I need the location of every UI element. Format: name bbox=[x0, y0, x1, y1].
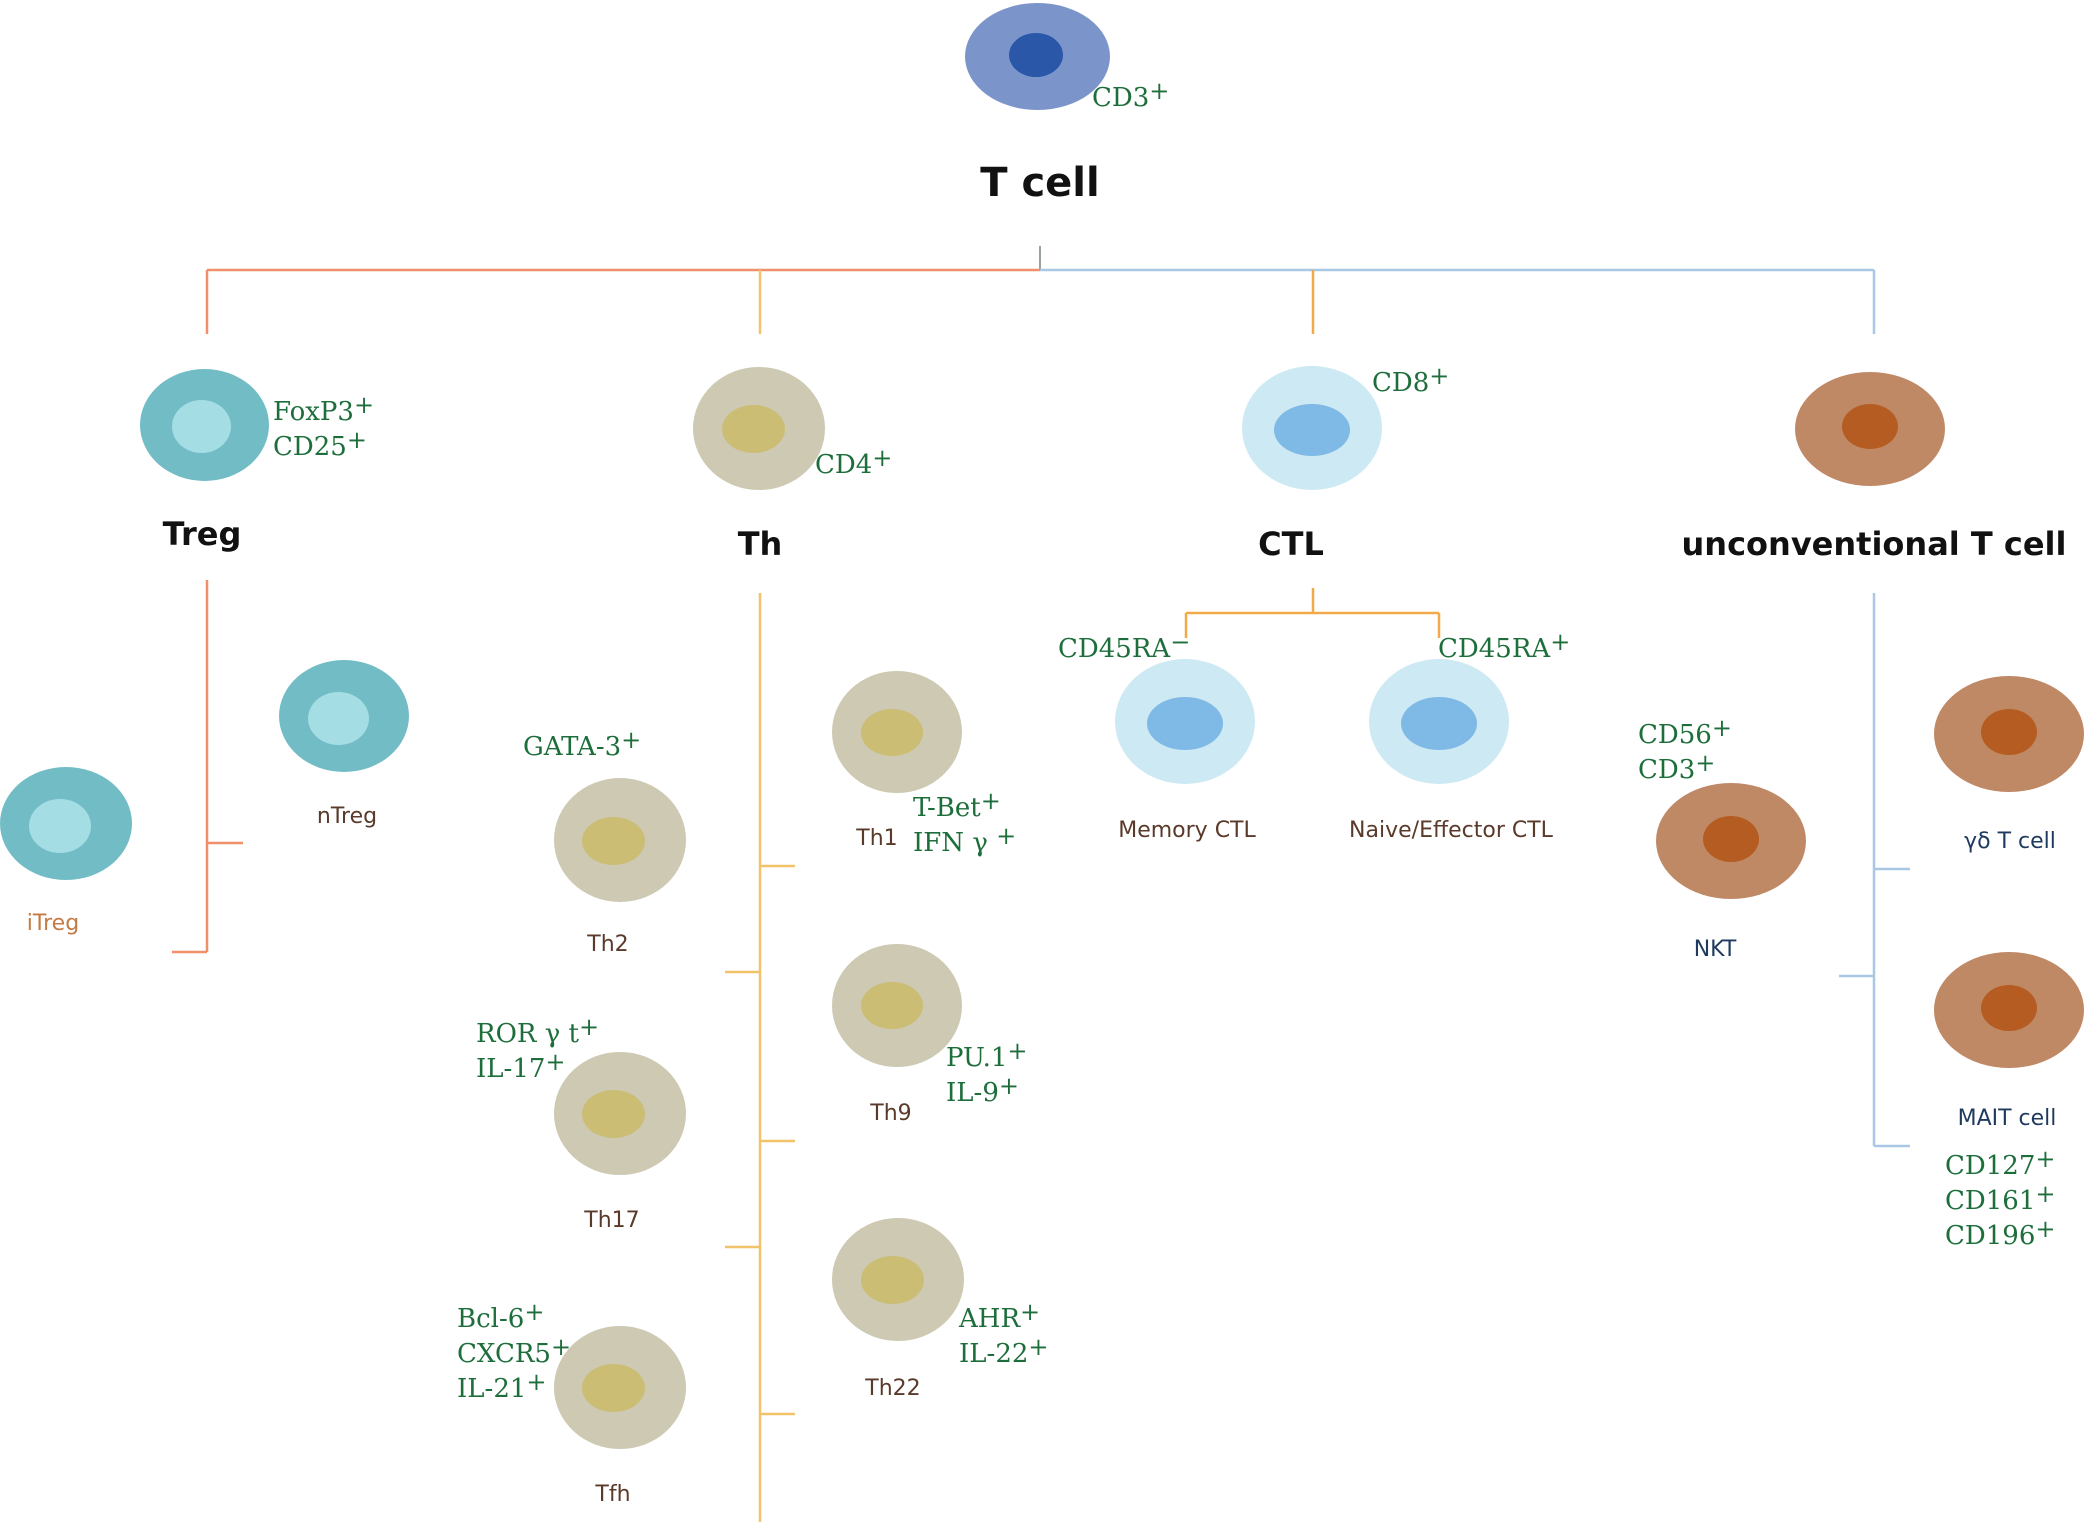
t-cell-nucleus bbox=[1009, 33, 1063, 77]
th-title: Th bbox=[737, 525, 783, 563]
nkt-cell-icon bbox=[1656, 783, 1806, 899]
itreg-cell-icon bbox=[0, 767, 132, 880]
ctl-marker-cd8: CD8+ bbox=[1372, 362, 1450, 398]
naive-ctl-label: Naive/Effector CTL bbox=[1349, 818, 1553, 843]
th17-nucleus bbox=[582, 1090, 645, 1138]
th17-cell-icon bbox=[554, 1052, 686, 1175]
th2-markers: GATA-3+ bbox=[523, 726, 642, 762]
unconventional-cell-icon bbox=[1795, 372, 1945, 486]
th9-label: Th9 bbox=[870, 1101, 912, 1126]
th2-nucleus bbox=[582, 817, 645, 865]
memory-ctl-marker: CD45RA− bbox=[1058, 628, 1191, 664]
unconventional-nucleus bbox=[1842, 404, 1898, 449]
treg-nucleus bbox=[172, 400, 231, 453]
th9-cell-icon bbox=[832, 944, 962, 1067]
mait-cell-label: MAIT cell bbox=[1957, 1106, 2057, 1131]
nkt-nucleus bbox=[1703, 816, 1759, 862]
ntreg-cell-icon bbox=[279, 660, 409, 772]
th1-markers: T-Bet+ IFN γ + bbox=[913, 787, 1017, 858]
th9-nucleus bbox=[861, 982, 923, 1029]
th-marker-cd4: CD4+ bbox=[815, 444, 893, 480]
itreg-label: iTreg bbox=[26, 911, 80, 936]
th2-label: Th2 bbox=[587, 932, 629, 957]
itreg-nucleus bbox=[29, 799, 91, 853]
th9-markers: PU.1+ IL-9+ bbox=[946, 1037, 1028, 1108]
memory-ctl-label: Memory CTL bbox=[1118, 818, 1256, 843]
t-cell-icon bbox=[965, 3, 1110, 110]
th1-nucleus bbox=[861, 709, 923, 756]
gd-t-cell-nucleus bbox=[1981, 709, 2037, 755]
th-nucleus bbox=[722, 405, 785, 453]
treg-markers: FoxP3+ CD25+ bbox=[273, 391, 375, 462]
treg-title: Treg bbox=[162, 515, 242, 553]
naive-ctl-marker: CD45RA+ bbox=[1438, 628, 1571, 664]
t-cell-title: T cell bbox=[980, 160, 1100, 206]
th22-nucleus bbox=[861, 1256, 924, 1304]
naive-ctl-cell-icon bbox=[1369, 659, 1509, 784]
th22-markers: AHR+ IL-22+ bbox=[959, 1298, 1049, 1369]
memory-ctl-cell-icon bbox=[1115, 659, 1255, 784]
th-cell-icon bbox=[693, 367, 825, 490]
tfh-cell-icon bbox=[554, 1326, 686, 1449]
unconventional-title: unconventional T cell bbox=[1681, 525, 2067, 563]
th22-cell-icon bbox=[832, 1218, 964, 1341]
th2-cell-icon bbox=[554, 778, 686, 902]
tfh-markers: Bcl-6+ CXCR5+ IL-21+ bbox=[457, 1298, 572, 1404]
mait-cell-nucleus bbox=[1981, 985, 2037, 1031]
gd-t-cell-label: γδ T cell bbox=[1964, 829, 2056, 854]
nkt-markers: CD56+ CD3+ bbox=[1638, 714, 1732, 785]
mait-cell-icon bbox=[1934, 952, 2084, 1068]
th17-markers: ROR γ t+ IL-17+ bbox=[476, 1013, 600, 1084]
th22-label: Th22 bbox=[865, 1376, 921, 1401]
ntreg-label: nTreg bbox=[316, 804, 378, 829]
ctl-title: CTL bbox=[1258, 525, 1324, 563]
tfh-label: Tfh bbox=[595, 1482, 631, 1507]
tfh-nucleus bbox=[582, 1364, 645, 1412]
treg-cell-icon bbox=[140, 369, 269, 481]
th1-cell-icon bbox=[832, 671, 962, 793]
th1-label: Th1 bbox=[856, 826, 898, 851]
memory-ctl-nucleus bbox=[1147, 697, 1223, 750]
naive-ctl-nucleus bbox=[1401, 697, 1477, 750]
t-cell-marker-cd3: CD3+ bbox=[1092, 77, 1170, 113]
mait-markers: CD127+ CD161+ CD196+ bbox=[1945, 1145, 2056, 1251]
ctl-cell-icon bbox=[1242, 366, 1382, 490]
th17-label: Th17 bbox=[584, 1208, 640, 1233]
nkt-label: NKT bbox=[1693, 937, 1737, 962]
ntreg-nucleus bbox=[308, 692, 369, 745]
ctl-nucleus bbox=[1274, 404, 1350, 456]
gd-t-cell-icon bbox=[1934, 676, 2084, 792]
